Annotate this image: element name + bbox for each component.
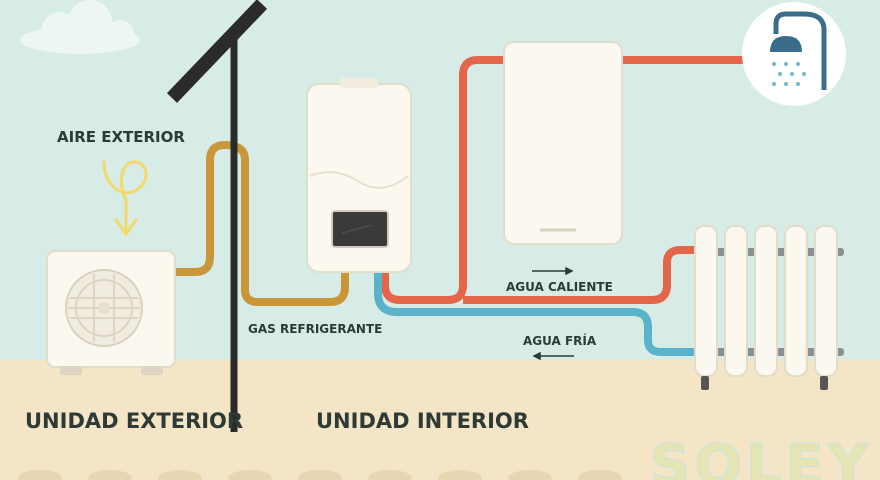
- arrow-right-icon: [532, 266, 574, 276]
- outdoor-unit-foot-right: [141, 366, 163, 375]
- indoor-unit-label: UNIDAD INTERIOR: [316, 409, 529, 433]
- refrigerant-pipe: [172, 141, 349, 306]
- hot-water-label: AGUA CALIENTE: [506, 280, 613, 294]
- hot-water-supply-pipe: [381, 56, 504, 304]
- outside-air-label: AIRE EXTERIOR: [57, 128, 185, 146]
- brand-logo: SOLEY: [650, 433, 872, 480]
- shower-icon: [742, 2, 846, 106]
- air-flow-icon: [102, 160, 148, 237]
- outdoor-unit-label: UNIDAD EXTERIOR: [25, 409, 243, 433]
- arrow-left-icon: [532, 351, 574, 361]
- brand-logo-text: SOLEY: [650, 433, 872, 480]
- hot-water-radiator-pipe: [463, 246, 708, 304]
- outdoor-unit-foot-left: [60, 366, 82, 375]
- indoor-unit-display: [331, 210, 389, 248]
- indoor-unit-top-cap: [340, 78, 378, 88]
- fan-icon: [65, 269, 143, 347]
- water-tank-body: [503, 41, 623, 245]
- water-tank: [503, 41, 623, 245]
- cold-water-label: AGUA FRÍA: [523, 333, 597, 348]
- cold-water-return-pipe: [374, 268, 708, 356]
- radiator-icon: [694, 225, 844, 390]
- ground-background: [0, 360, 880, 480]
- cloud: [20, 0, 140, 54]
- refrigerant-gas-label: GAS REFRIGERANTE: [248, 322, 382, 336]
- indoor-unit: [306, 78, 412, 273]
- ground-pebbles: [18, 470, 622, 480]
- outdoor-unit: [46, 250, 176, 375]
- roof-beam: [166, 0, 268, 103]
